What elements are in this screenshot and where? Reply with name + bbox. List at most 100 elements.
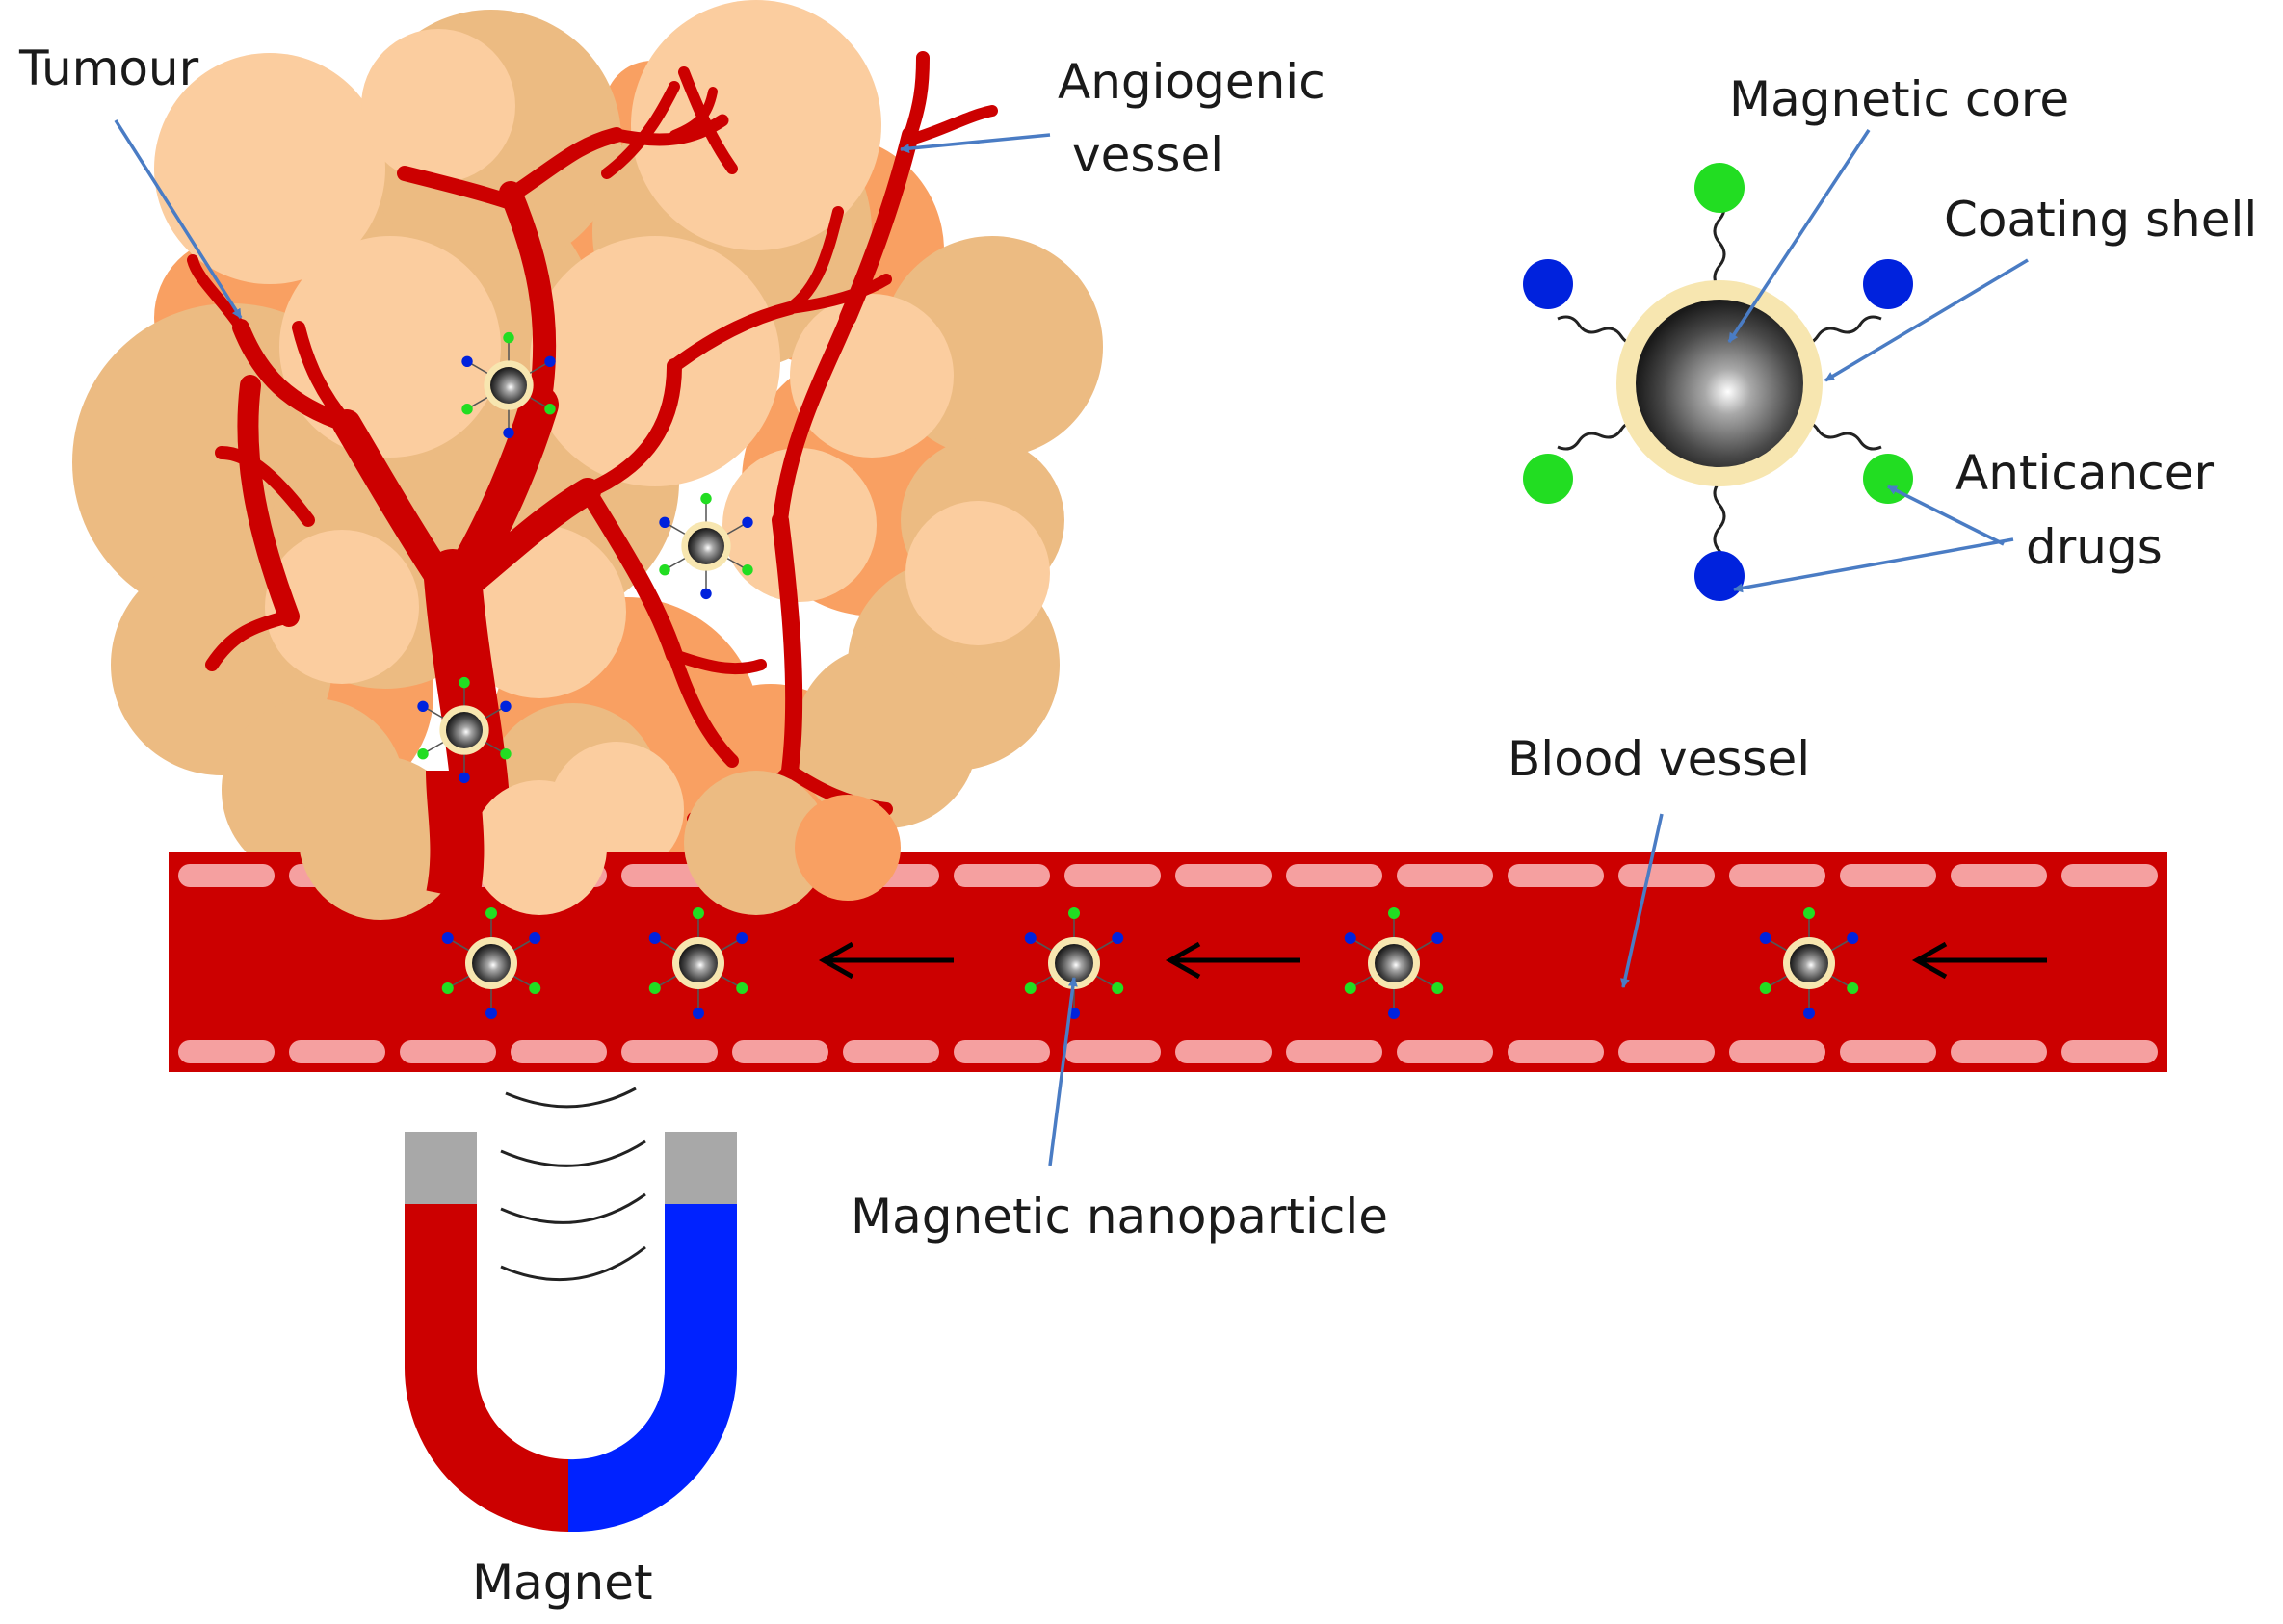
tumour-pointer xyxy=(114,119,243,319)
drug-dot xyxy=(1847,932,1859,944)
core-pointer xyxy=(1727,129,1871,343)
wall-segment xyxy=(843,1040,939,1063)
drug-dot xyxy=(503,331,514,344)
wall-segment xyxy=(621,1040,718,1063)
particle-core xyxy=(688,528,724,564)
drug-dot xyxy=(417,748,429,760)
nanoparticle xyxy=(648,907,748,1019)
label-magnet: Magnet xyxy=(472,1555,653,1611)
drug-dot xyxy=(500,748,512,760)
drug-dot xyxy=(1024,982,1037,994)
drug-green-top xyxy=(1694,163,1745,213)
wall-segment xyxy=(1618,864,1715,887)
drug-dot xyxy=(441,932,454,944)
drug-dot xyxy=(1024,932,1037,944)
wall-segment xyxy=(511,1040,607,1063)
flow-arrow xyxy=(1911,941,2047,980)
shell-pointer xyxy=(1824,258,2029,382)
drug-dot xyxy=(500,700,512,712)
magnet xyxy=(405,1087,738,1532)
pointer-arrows xyxy=(114,119,2029,1166)
particle-core xyxy=(1790,944,1828,982)
drug-dot xyxy=(659,564,670,576)
nanoparticle xyxy=(441,907,541,1019)
drug-dot xyxy=(1803,1008,1815,1019)
drug-dot xyxy=(700,588,712,600)
wall-segment xyxy=(1508,1040,1604,1063)
wall-segment xyxy=(1618,1040,1715,1063)
label-anticancer-line2: drugs xyxy=(2026,519,2163,575)
flow-arrows xyxy=(818,941,2047,980)
drug-dot xyxy=(459,772,470,784)
drug-dot xyxy=(742,516,753,528)
wall-segment xyxy=(1286,864,1382,887)
drug-dot xyxy=(736,932,748,944)
label-angiogenic-line2: vessel xyxy=(1072,127,1223,183)
drug-dot xyxy=(693,1008,704,1019)
wall-segment xyxy=(1840,1040,1936,1063)
drug-dot xyxy=(1112,982,1124,994)
drug-dot xyxy=(1759,932,1771,944)
drug-dot xyxy=(1068,907,1080,919)
magnet-blue-arm xyxy=(568,1204,738,1532)
particle-core xyxy=(446,712,483,748)
wall-segment xyxy=(732,1040,828,1063)
nanoparticle xyxy=(1024,907,1124,1019)
wall-segment xyxy=(1175,864,1272,887)
drug-dot xyxy=(659,516,670,528)
wall-segment xyxy=(1951,864,2047,887)
wall-segment xyxy=(1508,864,1604,887)
nanoparticle-pointer xyxy=(1048,977,1078,1166)
drug-dot xyxy=(529,982,541,994)
tumour-overlap xyxy=(299,756,901,920)
label-anticancer-line1: Anticancer xyxy=(1955,445,2214,501)
drug-dot xyxy=(648,982,661,994)
drug-dot xyxy=(1388,907,1400,919)
particle-core xyxy=(679,944,718,982)
particle-core xyxy=(472,944,511,982)
label-coating-shell: Coating shell xyxy=(1944,192,2257,248)
drug-dot xyxy=(461,355,473,367)
drug-dot xyxy=(1344,982,1356,994)
drug-dot xyxy=(648,932,661,944)
nanoparticle xyxy=(1759,907,1859,1019)
wall-segment xyxy=(2061,864,2158,887)
flow-arrow xyxy=(1165,941,1300,980)
drug-blue-left xyxy=(1523,259,1573,309)
wall-segment xyxy=(178,864,275,887)
wall-segment xyxy=(178,1040,275,1063)
drug-blue-bottom xyxy=(1694,551,1745,601)
drug-dot xyxy=(1431,982,1444,994)
vessel-wall-bottom xyxy=(178,1040,2158,1063)
wall-segment xyxy=(1729,1040,1825,1063)
blood-vessel-pointer xyxy=(1620,813,1664,988)
wall-segment xyxy=(1397,864,1493,887)
nanoparticle xyxy=(417,676,512,784)
drugs-pointer-blue xyxy=(1733,537,2014,593)
nanoparticle xyxy=(461,331,556,439)
wall-segment xyxy=(1064,1040,1161,1063)
drug-dot xyxy=(1344,932,1356,944)
magnet-red-arm xyxy=(405,1204,568,1532)
wall-segment xyxy=(289,1040,385,1063)
drugs-pointer-green xyxy=(1887,485,2005,546)
label-tumour: Tumour xyxy=(18,40,199,96)
nanoparticle-detail xyxy=(1523,163,1913,601)
magnet-red-tip xyxy=(405,1132,477,1204)
drug-dot xyxy=(417,700,429,712)
drug-dot xyxy=(461,404,473,415)
label-magnetic-nanoparticle: Magnetic nanoparticle xyxy=(851,1189,1388,1244)
nanoparticle-group xyxy=(417,331,1859,1019)
labels: Tumour Angiogenic vessel Magnetic core C… xyxy=(18,40,2257,1611)
drug-dot xyxy=(1759,982,1771,994)
wall-segment xyxy=(1175,1040,1272,1063)
wall-segment xyxy=(1951,1040,2047,1063)
wall-segment xyxy=(1397,1040,1493,1063)
flow-arrow xyxy=(818,941,954,980)
particle-core xyxy=(490,367,527,404)
drug-dot xyxy=(1431,932,1444,944)
drug-dot xyxy=(693,907,704,919)
drug-green-left xyxy=(1523,454,1573,504)
drug-dot xyxy=(1847,982,1859,994)
